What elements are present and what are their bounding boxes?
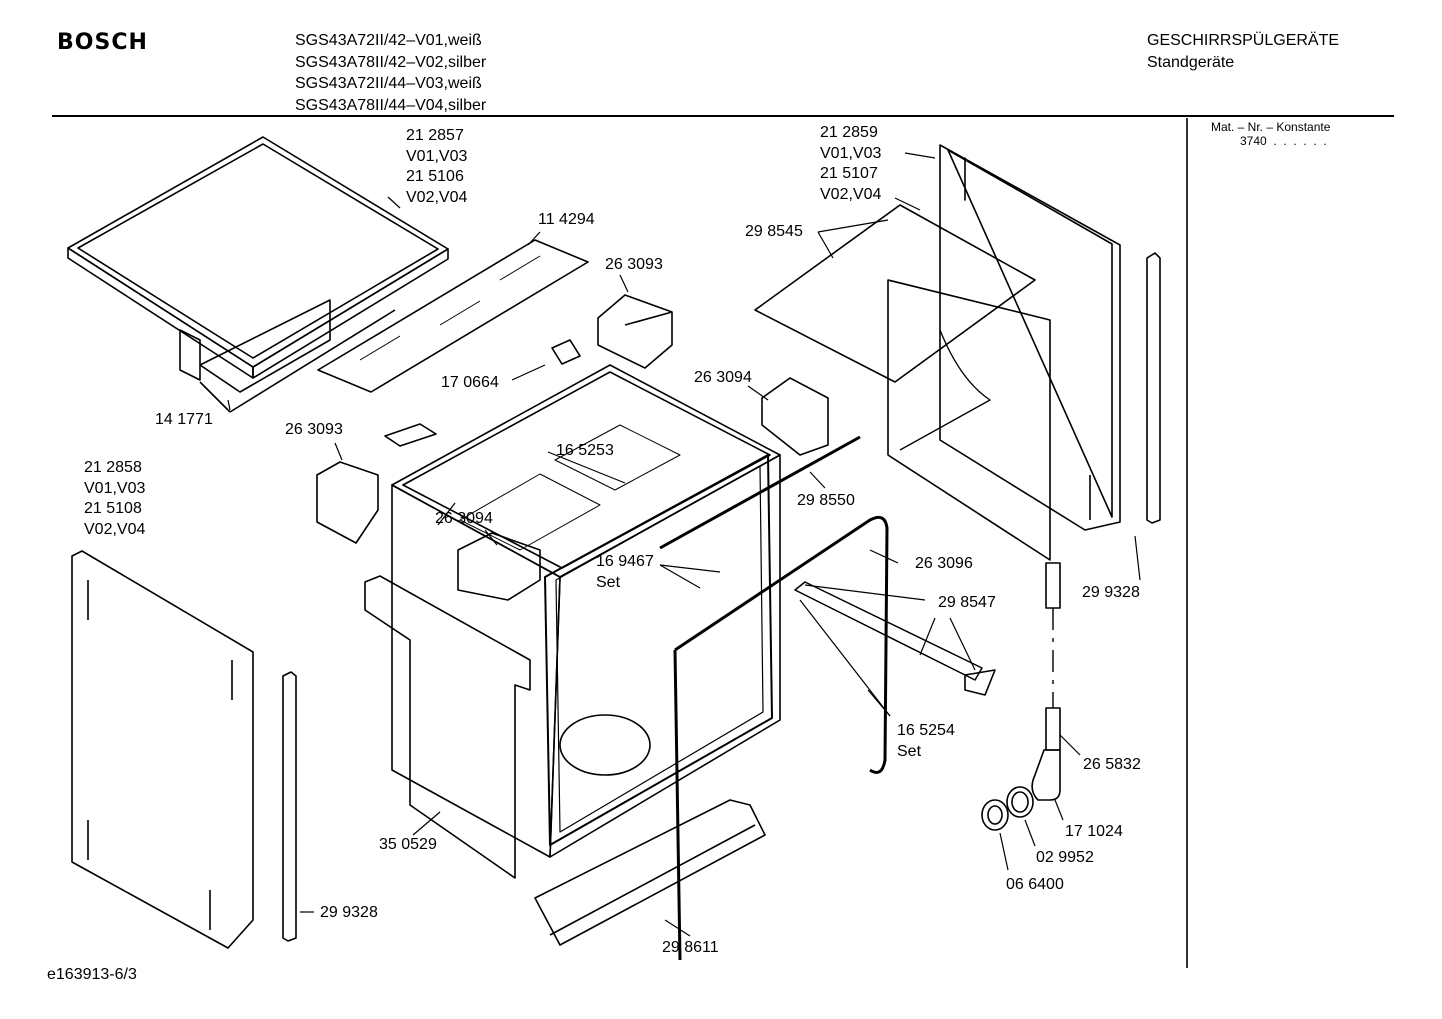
model-line: SGS43A78II/44–V04,silber	[295, 96, 487, 114]
set-note: Set	[897, 742, 922, 760]
category-subtitle: Standgeräte	[1147, 53, 1235, 71]
variant: V01,V03	[820, 144, 882, 162]
clip-right-part	[761, 377, 829, 456]
variant: V01,V03	[84, 479, 146, 497]
label-clip-right: 26 3094	[694, 369, 752, 386]
bracket-top-part	[597, 294, 673, 369]
label-valve: 16 9467 Set	[596, 552, 654, 593]
category-title: GESCHIRRSPÜLGERÄTE	[1147, 32, 1340, 49]
door-seal-part	[673, 515, 889, 961]
category-block: GESCHIRRSPÜLGERÄTE Standgeräte	[1147, 30, 1339, 73]
clip-left-part	[457, 532, 541, 601]
door-frame-part	[544, 454, 773, 846]
insulation-part	[754, 204, 1051, 561]
bracket-left-part	[316, 461, 379, 544]
label-top-cover: 21 2857 V01,V03 21 5106 V02,V04	[406, 126, 467, 208]
variant: V02,V04	[820, 185, 882, 203]
tub-part	[391, 364, 781, 858]
leader-lines	[227, 152, 1141, 937]
left-panel-part	[71, 550, 254, 949]
variant: V01,V03	[406, 147, 468, 165]
hose-part	[1045, 562, 1061, 751]
rail-arm-part	[794, 581, 996, 696]
set-note: Set	[596, 573, 621, 591]
front-panel-part	[364, 575, 531, 879]
side-strip-left-part	[282, 671, 297, 942]
model-line: SGS43A78II/42–V02,silber	[295, 53, 487, 71]
label-door-seal: 26 3096	[915, 555, 973, 572]
label-plinth: 29 8611	[662, 939, 719, 956]
side-panel-value: 3740 . . . . . .	[1240, 134, 1327, 148]
side-panel-title: Mat. – Nr. – Konstante	[1211, 120, 1331, 134]
label-side-strip-right: 29 9328	[1082, 584, 1140, 601]
document-id: e163913-6/3	[47, 966, 137, 983]
right-panel-part	[939, 144, 1121, 531]
cap-part	[981, 799, 1009, 831]
part-number: 21 2858	[84, 459, 142, 476]
label-right-panel: 21 2859 V01,V03 21 5107 V02,V04	[820, 123, 881, 205]
top-cover-part	[67, 136, 449, 413]
hinge-parts	[384, 339, 581, 447]
label-side-strip-left: 29 9328	[320, 904, 378, 921]
strip-part	[659, 435, 861, 550]
model-list: SGS43A72II/42–V01,weiß SGS43A78II/42–V02…	[295, 30, 486, 116]
label-elbow: 17 1024	[1065, 823, 1123, 840]
part-number: 21 5107	[820, 165, 878, 182]
seal-sheet-part	[317, 239, 589, 393]
variant: V02,V04	[406, 188, 468, 206]
label-clip-left: 26 3094	[435, 510, 493, 527]
model-line: SGS43A72II/44–V03,weiß	[295, 75, 482, 92]
label-rail-top: 16 5253	[556, 442, 614, 459]
label-rail-arm: 29 8547	[938, 594, 996, 611]
part-number: 21 2859	[820, 124, 878, 141]
part-number: 16 9467	[596, 553, 654, 570]
nut-part	[1006, 786, 1034, 818]
label-bracket-left: 26 3093	[285, 421, 343, 438]
label-nut: 02 9952	[1036, 849, 1094, 866]
label-bracket-top: 26 3093	[605, 256, 663, 273]
side-strip-right-part	[1146, 252, 1161, 524]
elbow-part	[1031, 749, 1061, 801]
label-front-panel: 35 0529	[379, 836, 437, 853]
label-hose: 26 5832	[1083, 756, 1141, 773]
variant: V02,V04	[84, 520, 146, 538]
part-number: 21 5106	[406, 168, 464, 185]
label-seal-sheet: 11 4294	[538, 211, 595, 228]
label-rail-set: 16 5254 Set	[897, 721, 955, 762]
label-top-base: 14 1771	[155, 411, 213, 428]
label-strip: 29 8550	[797, 492, 855, 509]
label-cap: 06 6400	[1006, 876, 1064, 893]
part-number: 21 5108	[84, 500, 142, 517]
part-number: 21 2857	[406, 127, 464, 144]
part-number: 16 5254	[897, 722, 955, 739]
plinth-part	[534, 799, 766, 946]
model-line: SGS43A72II/42–V01,weiß	[295, 32, 482, 49]
label-insulation: 29 8545	[745, 223, 803, 240]
label-left-panel: 21 2858 V01,V03 21 5108 V02,V04	[84, 458, 145, 540]
brand-logo: BOSCH	[57, 30, 148, 55]
label-hinge: 17 0664	[441, 374, 499, 391]
